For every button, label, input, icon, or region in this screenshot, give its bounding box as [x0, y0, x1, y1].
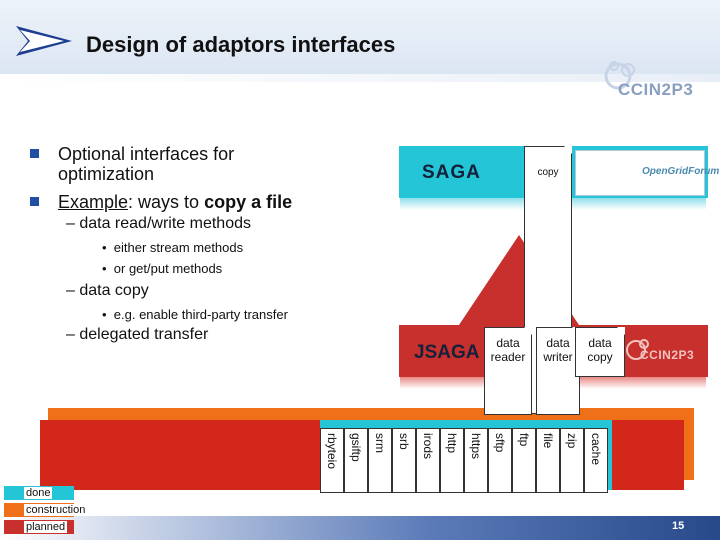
adaptor-ftp: ftp: [512, 428, 536, 493]
ccin2p3-small-logo-text: CCIN2P3: [640, 348, 695, 362]
copy-label: copy: [537, 167, 559, 178]
ccin2p3-small-logo: [626, 339, 649, 360]
example-rest: : ways to: [128, 192, 200, 212]
saga-label: SAGA: [422, 162, 481, 183]
adaptor-gsiftp: gsiftp: [344, 428, 368, 493]
sub-sub-bullet-stream: • either stream methods: [102, 240, 244, 255]
ccin2p3-logo: [604, 61, 635, 90]
jsaga-label: JSAGA: [414, 342, 480, 363]
legend-done: done: [4, 486, 74, 500]
example-bold: copy a file: [204, 192, 293, 212]
legend-construction: construction: [4, 503, 88, 517]
bullet-optional-interfaces: Optional interfaces for optimization: [30, 144, 322, 184]
ogf-logo-text: OpenGridForum: [642, 166, 720, 177]
adaptor-irods: irods: [416, 428, 440, 493]
arrow-logo-icon: [16, 26, 72, 56]
bullet-example: Example: ways to copy a file: [30, 192, 362, 212]
slide-number: 15: [672, 520, 685, 532]
adaptor-cache: cache: [584, 428, 608, 493]
ogf-logo-panel: [575, 150, 705, 196]
adaptor-http: http: [440, 428, 464, 493]
legend-planned: planned: [4, 520, 74, 534]
slide-title: Design of adaptors interfaces: [86, 32, 396, 57]
adaptor-srm: srm: [368, 428, 392, 493]
sub-bullet-data-read-write: – data read/write methods: [66, 215, 251, 232]
adaptor-sftp: sftp: [488, 428, 512, 493]
adaptor-rbyteio: rbyteio: [320, 428, 344, 493]
square-bullet-icon: [30, 149, 39, 158]
sub-bullet-delegated-transfer: – delegated transfer: [66, 326, 209, 343]
adaptor-https: https: [464, 428, 488, 493]
ccin2p3-logo-text: CCIN2P3: [618, 80, 694, 99]
adaptor-file: file: [536, 428, 560, 493]
adaptor-srb: srb: [392, 428, 416, 493]
square-bullet-icon: [30, 197, 39, 206]
adaptor-zip: zip: [560, 428, 584, 493]
sub-sub-bullet-third-party: • e.g. enable third-party transfer: [102, 307, 288, 322]
header-stripe: [0, 74, 720, 82]
example-label: Example: [58, 192, 129, 212]
sub-sub-bullet-get-put: • or get/put methods: [102, 261, 223, 276]
footer-bar: [0, 516, 720, 540]
slide-header: [0, 0, 720, 82]
sub-bullet-data-copy: – data copy: [66, 282, 149, 299]
